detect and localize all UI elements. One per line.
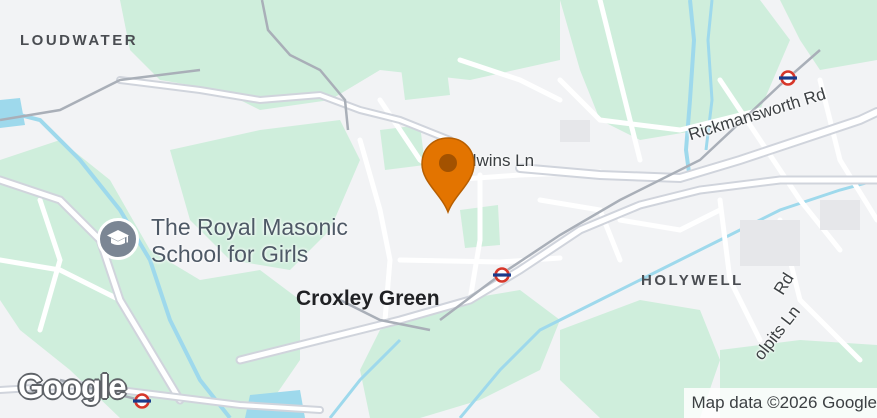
area-label-holywell: HOLYWELL: [641, 272, 744, 289]
poi-label-line2[interactable]: School for Girls: [151, 241, 309, 267]
town-label-croxley-green: Croxley Green: [296, 287, 440, 310]
google-logo[interactable]: Google: [18, 368, 127, 405]
poi-label-line1[interactable]: The Royal Masonic: [151, 214, 348, 240]
underground-station-icon[interactable]: [133, 70, 797, 409]
location-pin-icon[interactable]: [419, 136, 477, 214]
buildings: [560, 120, 860, 266]
major-roads: [0, 76, 877, 414]
area-label-loudwater: LOUDWATER: [20, 32, 139, 49]
map-attribution[interactable]: Map data ©2026 Google: [683, 388, 877, 418]
road-label-baldwins-ln: dwins Ln: [467, 151, 535, 170]
school-icon[interactable]: [97, 218, 139, 260]
